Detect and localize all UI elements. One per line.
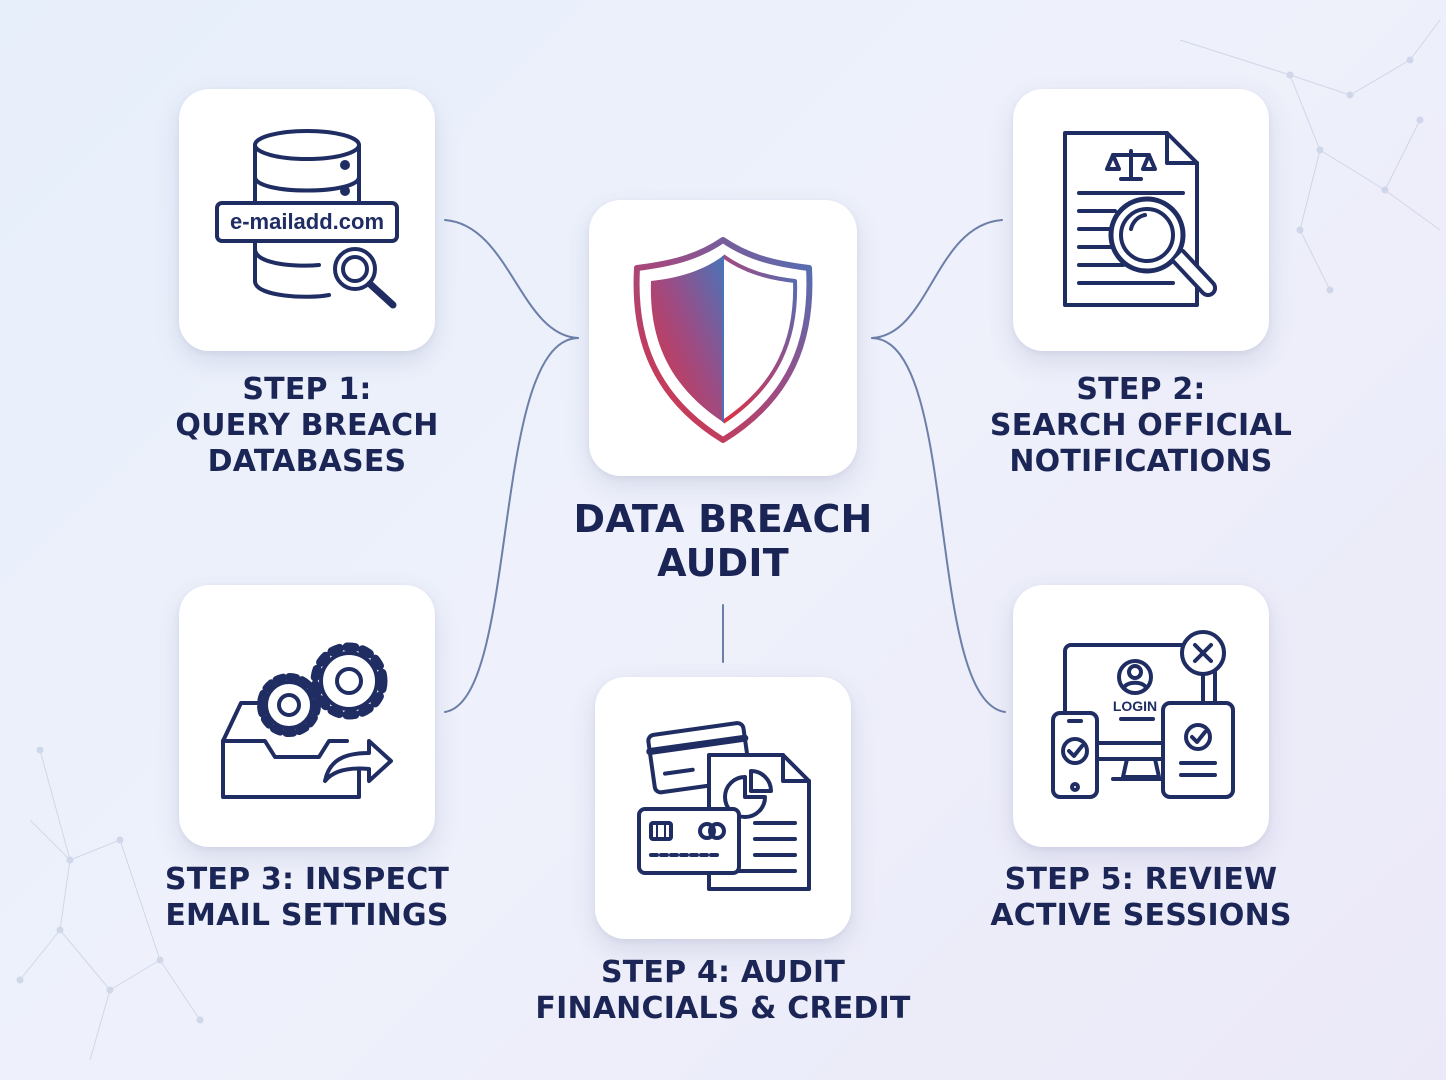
connector-step1 [444,219,579,339]
legal-document-search-icon [1063,131,1218,307]
step-4-title-line2: FINANCIALS & CREDIT [535,991,911,1026]
step-1-card: e-mailadd.com [179,89,435,351]
step-4-label: STEP 4: AUDIT FINANCIALS & CREDIT [535,955,910,1027]
login-label: LOGIN [1112,698,1158,714]
step-1-label: STEP 1: QUERY BREACH DATABASES [175,372,438,480]
step-3-card [179,585,435,847]
database-search-icon [215,129,399,309]
diagram-title: DATA BREACH AUDIT [573,497,872,585]
shield-icon [633,237,813,443]
step-2-number: STEP 2: [1076,372,1206,407]
step-5-title-line2: ACTIVE SESSIONS [990,898,1292,933]
connector-step3 [444,337,579,713]
step-1-title-line1: QUERY BREACH [175,408,439,443]
step-2-card [1013,89,1269,351]
diagram-title-line2: AUDIT [657,541,789,585]
step-4-card [595,677,851,939]
connector-step5 [871,337,1006,713]
cards-and-report-icon [637,721,811,891]
step-5-card: LOGIN [1013,585,1269,847]
step-2-label: STEP 2: SEARCH OFFICIAL NOTIFICATIONS [990,372,1292,480]
step-5-label: STEP 5: REVIEW ACTIVE SESSIONS [990,862,1291,934]
center-shield-card [589,200,857,476]
step-5-title-line1: STEP 5: REVIEW [1004,862,1278,897]
step-3-title-line2: EMAIL SETTINGS [165,898,449,933]
step-1-title-line2: DATABASES [207,444,407,479]
step-3-title-line1: STEP 3: INSPECT [164,862,450,897]
step-3-label: STEP 3: INSPECT EMAIL SETTINGS [165,862,449,934]
email-address-label: e-mailadd.com [229,209,385,234]
diagram-title-line1: DATA BREACH [573,497,873,541]
inbox-gears-forward-icon [221,642,393,799]
step-2-title-line2: NOTIFICATIONS [1009,444,1273,479]
step-2-title-line1: SEARCH OFFICIAL [989,408,1293,443]
connector-step2 [871,219,1003,339]
devices-login-icon [1051,630,1235,799]
step-4-title-line1: STEP 4: AUDIT [600,955,846,990]
step-1-number: STEP 1: [242,372,372,407]
